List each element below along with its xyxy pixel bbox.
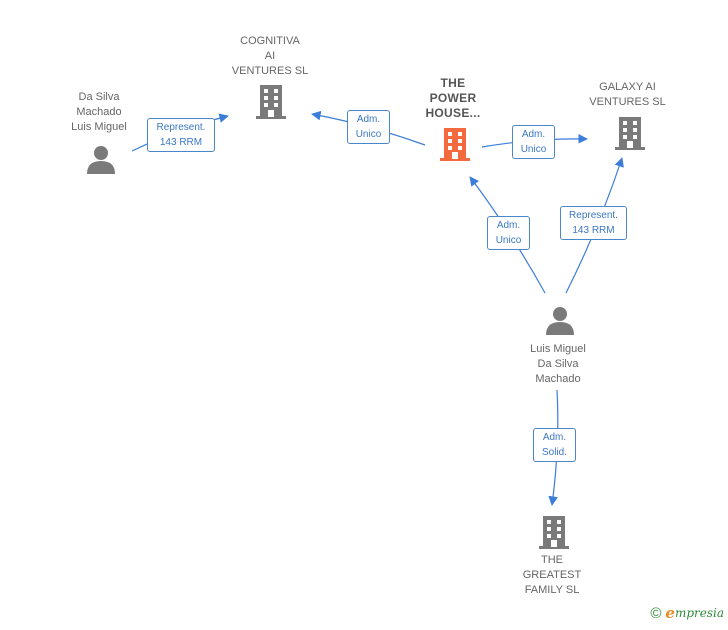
empresia-logo[interactable]: © e mpresia	[650, 604, 724, 622]
node-label-person-center[interactable]: Luis Miguel Da Silva Machado	[530, 343, 586, 385]
edge-label-center-to-greatest: Adm. Solid.	[533, 428, 576, 462]
edge-label-power-to-cognitiva: Adm. Unico	[347, 110, 390, 144]
building-icon[interactable]	[539, 516, 569, 549]
brand-name: mpresia	[674, 606, 724, 620]
building-icon[interactable]	[256, 85, 286, 119]
edge-label-center-to-galaxy: Represent. 143 RRM	[560, 206, 627, 240]
person-icon[interactable]	[87, 146, 115, 174]
brand-initial: e	[665, 604, 675, 622]
edge-label-power-to-galaxy: Adm. Unico	[512, 125, 555, 159]
node-label-cognitiva[interactable]: COGNITIVA AI VENTURES SL	[231, 35, 309, 77]
node-label-greatest-family[interactable]: THE GREATEST FAMILY SL	[522, 554, 582, 596]
node-label-power-house[interactable]: THE POWER HOUSE...	[425, 76, 481, 120]
building-icon[interactable]	[440, 128, 470, 161]
edge-label-center-to-power: Adm. Unico	[487, 216, 530, 250]
node-label-person-left[interactable]: Da Silva Machado Luis Miguel	[71, 91, 127, 133]
edge-label-left-to-cognitiva: Represent. 143 RRM	[147, 118, 215, 152]
node-label-galaxy[interactable]: GALAXY AI VENTURES SL	[589, 81, 666, 108]
person-icon[interactable]	[546, 307, 574, 335]
copyright-icon: ©	[650, 604, 662, 622]
building-icon[interactable]	[615, 117, 645, 150]
